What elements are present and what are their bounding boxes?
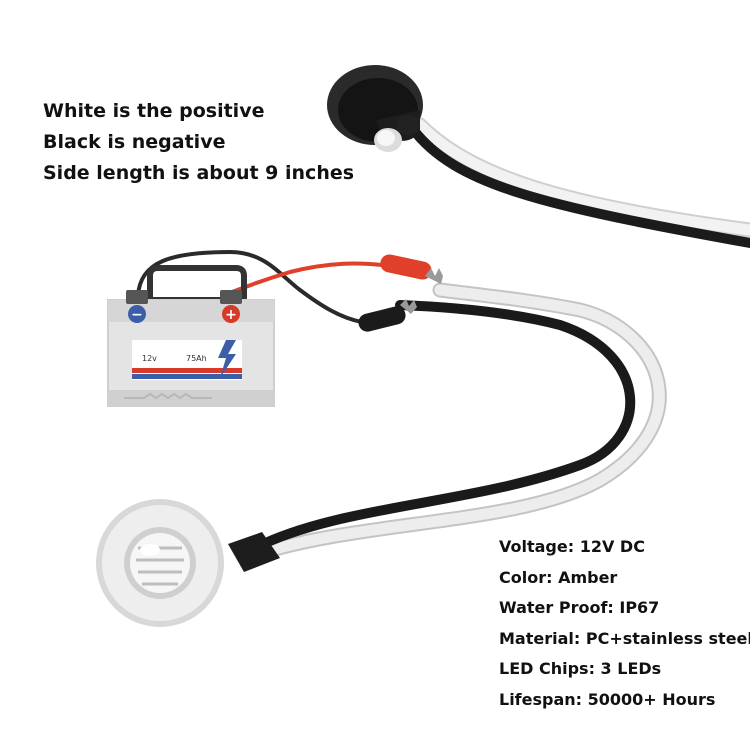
bottom-marker-light bbox=[96, 499, 280, 627]
spec-material: Material: PC+stainless steel bbox=[499, 628, 750, 648]
spec-led-chips: LED Chips: 3 LEDs bbox=[499, 659, 662, 678]
note-length: Side length is about 9 inches bbox=[43, 162, 355, 184]
wiring-notes: White is the positive Black is negative … bbox=[43, 96, 354, 189]
top-light-wires bbox=[407, 117, 750, 248]
battery-cables bbox=[136, 249, 391, 324]
spec-color: Color: Amber bbox=[499, 567, 618, 587]
positive-terminal-symbol: + bbox=[225, 307, 237, 323]
spec-voltage: Voltage: 12V DC bbox=[499, 537, 645, 556]
negative-terminal-symbol: − bbox=[131, 307, 143, 323]
spec-list: Voltage: 12V DC Color: Amber Water Proof… bbox=[499, 532, 750, 715]
spec-lifespan: Lifespan: 50000+ Hours bbox=[499, 689, 716, 709]
battery-capacity-label: 75Ah bbox=[186, 354, 207, 363]
battery: − + 12v 75Ah bbox=[107, 265, 275, 407]
black-alligator-clip bbox=[358, 299, 417, 332]
red-alligator-clip bbox=[380, 254, 443, 284]
bottom-light-wires bbox=[247, 282, 667, 563]
top-marker-light bbox=[327, 65, 423, 152]
note-positive: White is the positive bbox=[43, 100, 265, 122]
spec-waterproof: Water Proof: IP67 bbox=[499, 598, 660, 617]
note-negative: Black is negative bbox=[43, 131, 226, 153]
battery-voltage-label: 12v bbox=[142, 354, 157, 363]
